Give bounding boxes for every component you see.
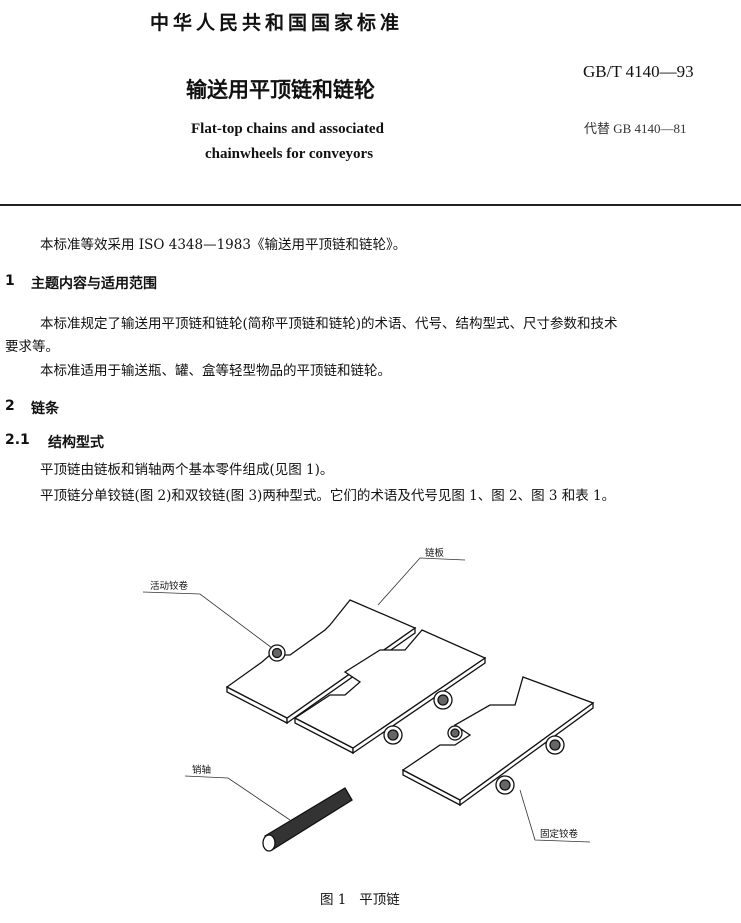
section-2-1-title: 结构型式 (48, 435, 104, 451)
section-1-title: 主题内容与适用范围 (31, 276, 157, 292)
movable-hinge-label: 活动铰卷 (150, 581, 189, 592)
replaces-standard: 代替 GB 4140—81 (584, 121, 687, 136)
section-1-para-2: 本标准适用于输送瓶、罐、盒等轻型物品的平顶链和链轮。 (40, 363, 391, 379)
header-divider (0, 204, 741, 206)
fixed-hinge-leader-line (519, 789, 591, 843)
pin-shaft (262, 787, 353, 852)
movable-hinge-leader-line (142, 591, 273, 649)
document-title-en-2: chainwheels for conveyors (205, 146, 374, 162)
figure-caption: 图 1 平顶链 (320, 892, 400, 908)
section-2-1-number: 2.1 (5, 432, 30, 448)
section-2-title: 链条 (31, 401, 59, 417)
chain-plate-3 (401, 676, 595, 807)
plate-leader-line (377, 557, 466, 606)
pin-label: 销轴 (192, 765, 212, 776)
chain-plate-2 (293, 629, 487, 755)
plate-label: 链板 (425, 548, 445, 559)
document-title-en-1: Flat-top chains and associated (191, 121, 384, 137)
section-2-1-para-2: 平顶链分单铰链(图 2)和双铰链(图 3)两种型式。它们的术语及代号见图 1、图… (40, 488, 616, 504)
national-standard-heading: 中华人民共和国国家标准 (150, 12, 404, 34)
section-1-number: 1 (5, 273, 15, 289)
section-1-para-1b: 要求等。 (5, 339, 59, 355)
pin-leader-line (184, 775, 291, 821)
fixed-hinge-label: 固定铰卷 (540, 829, 579, 840)
document-title-cn: 输送用平顶链和链轮 (186, 78, 375, 102)
section-2-number: 2 (5, 398, 15, 414)
section-2-1-para-1: 平顶链由链板和销轴两个基本零件组成(见图 1)。 (40, 462, 334, 478)
section-1-para-1a: 本标准规定了输送用平顶链和链轮(简称平顶链和链轮)的术语、代号、结构型式、尺寸参… (40, 316, 618, 332)
intro-text: 本标准等效采用 ISO 4348—1983《输送用平顶链和链轮》。 (40, 237, 407, 253)
standard-code: GB/T 4140—93 (583, 62, 694, 81)
